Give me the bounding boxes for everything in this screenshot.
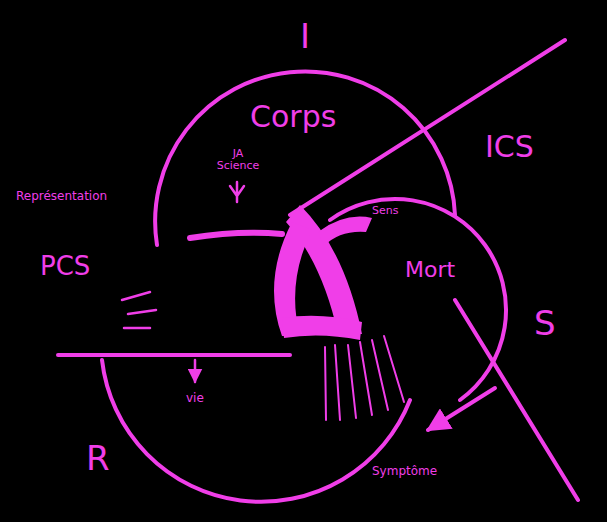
region-label: PCS <box>40 252 90 281</box>
central-knot <box>274 205 372 340</box>
real-line <box>58 353 290 357</box>
dash-marks <box>122 292 156 328</box>
region-label: Corps <box>250 100 336 133</box>
arrow <box>194 360 197 382</box>
region-label: Sens <box>372 205 398 217</box>
ring-letter: I <box>300 18 310 55</box>
region-label: vie <box>186 392 204 405</box>
arrow <box>428 388 495 430</box>
ring-letter: R <box>86 440 110 477</box>
region-label: Représentation <box>16 190 107 203</box>
fork-mark <box>230 182 244 202</box>
inner-arc <box>190 233 282 238</box>
ring-letter: S <box>534 305 556 342</box>
real-ring <box>102 360 410 502</box>
hatching <box>325 336 404 420</box>
region-label: Mort <box>405 258 455 282</box>
region-label: ICS <box>485 130 534 163</box>
region-label: JA Science <box>214 148 262 172</box>
region-label: Symptôme <box>372 465 437 478</box>
